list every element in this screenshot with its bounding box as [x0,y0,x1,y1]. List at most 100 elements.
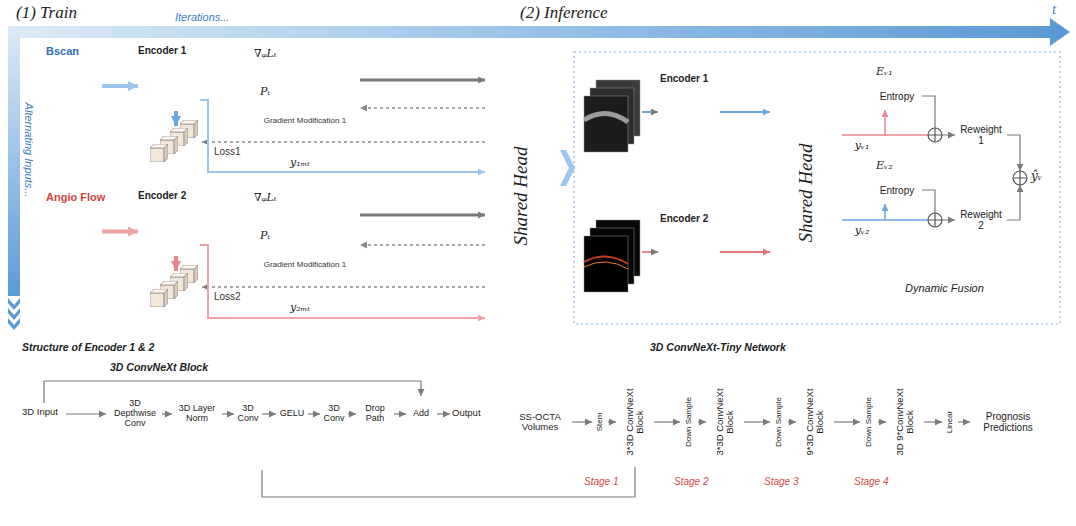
layer-box: 3D Conv [234,386,262,442]
box-label: Entropy [880,185,914,196]
layer-box-outline [357,395,394,434]
image-slice [46,217,96,287]
bscan-slice [584,96,628,152]
convnext-block-outline [887,378,924,467]
encoder-front [660,98,710,136]
encoder-front [138,215,190,255]
box-label: Down Sample [775,383,784,461]
loss-arrow [202,286,485,287]
stage-box-outline [671,371,756,474]
brace [311,50,321,104]
feature-arrow [174,111,178,126]
connector [262,467,635,497]
bscan-image: Bscan [40,62,102,150]
stage-box-outline [851,371,936,474]
reweight-box: Reweight 2 [955,205,1007,235]
connector [348,413,356,414]
fusion-line [1007,185,1020,220]
stage-label: Stage 3 [764,476,798,487]
stage-box: Stem3*3D ConvNeXt BlockStage 1 [580,370,666,474]
gradient-modification-box: ∇ᵩLₜPₜGradient Modification 1 [250,186,360,278]
chevron [8,318,20,330]
angio-slice [584,236,628,292]
stage-box-shape [580,370,666,474]
encoder-side [710,228,720,276]
downsample-layer: Down Sample [770,380,788,464]
sum-symbol [928,213,942,227]
encoder-top [660,88,720,98]
math-symbol: ∇ᵩLₜ [254,48,277,60]
connector [924,421,942,422]
fusion-line [885,219,928,221]
sum-symbol [1013,171,1027,185]
input-box-outline [509,403,572,442]
layer-box-outline [321,387,348,442]
modified-vector [341,69,347,77]
loss-contour [341,215,354,228]
stage-box-outline [761,371,846,474]
feature-cube [150,144,168,162]
encoder-block: Encoder 2 [660,228,720,276]
alternating-band [8,26,20,296]
image-slice [46,71,96,141]
gradient-modification-box-outline [251,187,360,278]
stage-label: Stage 2 [674,476,708,487]
math-symbol: Eᵥ₂ [876,160,893,172]
image-slice [40,80,90,150]
connector [102,84,138,88]
skip-connection [44,381,421,403]
input-arrow [642,111,658,113]
connector [102,230,138,234]
image-slice [52,208,102,278]
stage-box-outline [581,371,666,474]
prior-vector [298,233,307,238]
retina-layer [584,113,628,122]
loss-contour [288,194,308,214]
box-label: 3D Conv [323,404,345,424]
math-symbol: Pₜ [260,230,270,242]
loss-contour [337,67,357,87]
encoder-block-shape [138,60,200,110]
section-title: (2) Inference [520,3,608,23]
loss-contour [288,228,308,248]
sum-symbol [324,72,334,82]
sum-symbol [324,216,334,226]
encoder-top [138,205,200,215]
stage-box: Down Sample3*3D ConvNeXt BlockStage 2 [670,370,756,474]
convnext-block-outline [707,378,744,467]
sum-symbol [928,128,942,142]
stage-box-shape [850,370,936,474]
block-heading: Encoder 1 [138,45,186,56]
retina-layer [40,108,90,117]
box-label: 3D Depthwise Conv [111,399,159,429]
box-label: Drop Path [359,404,391,424]
box-label: Stem [596,412,605,432]
layer-box-outline [173,395,222,434]
connector [360,107,485,109]
modified-vector [347,213,354,221]
stage-label: Stage 1 [584,476,618,487]
math-symbol: ∇ᵩLₜ [254,192,277,204]
loss-label: Loss1 [214,146,241,158]
block-heading: Encoder 2 [138,190,186,201]
downsample-layer-outline [681,381,698,464]
chevron [8,308,20,320]
reweight-box-outline [956,206,1007,235]
box-label: Entropy [880,91,914,102]
loss-contour [295,91,301,97]
shared-head: Shared Head [770,68,842,318]
reweight-box-outline [956,121,1007,150]
reweight-box: Reweight 1 [955,120,1007,150]
input-arrow [642,251,658,253]
output-box-outline [971,403,1046,442]
edge-label: yᵥ₂ [853,225,872,238]
axis-note: Iterations... [175,11,229,24]
gradient-vector [290,196,298,204]
flow-layer [584,256,628,264]
box-label: 3*3D ConvNeXt Block [715,380,736,464]
loss-contour [344,74,350,80]
shared-head-outline [771,69,842,318]
connector [200,245,485,318]
block-heading: Encoder 2 [660,213,708,224]
